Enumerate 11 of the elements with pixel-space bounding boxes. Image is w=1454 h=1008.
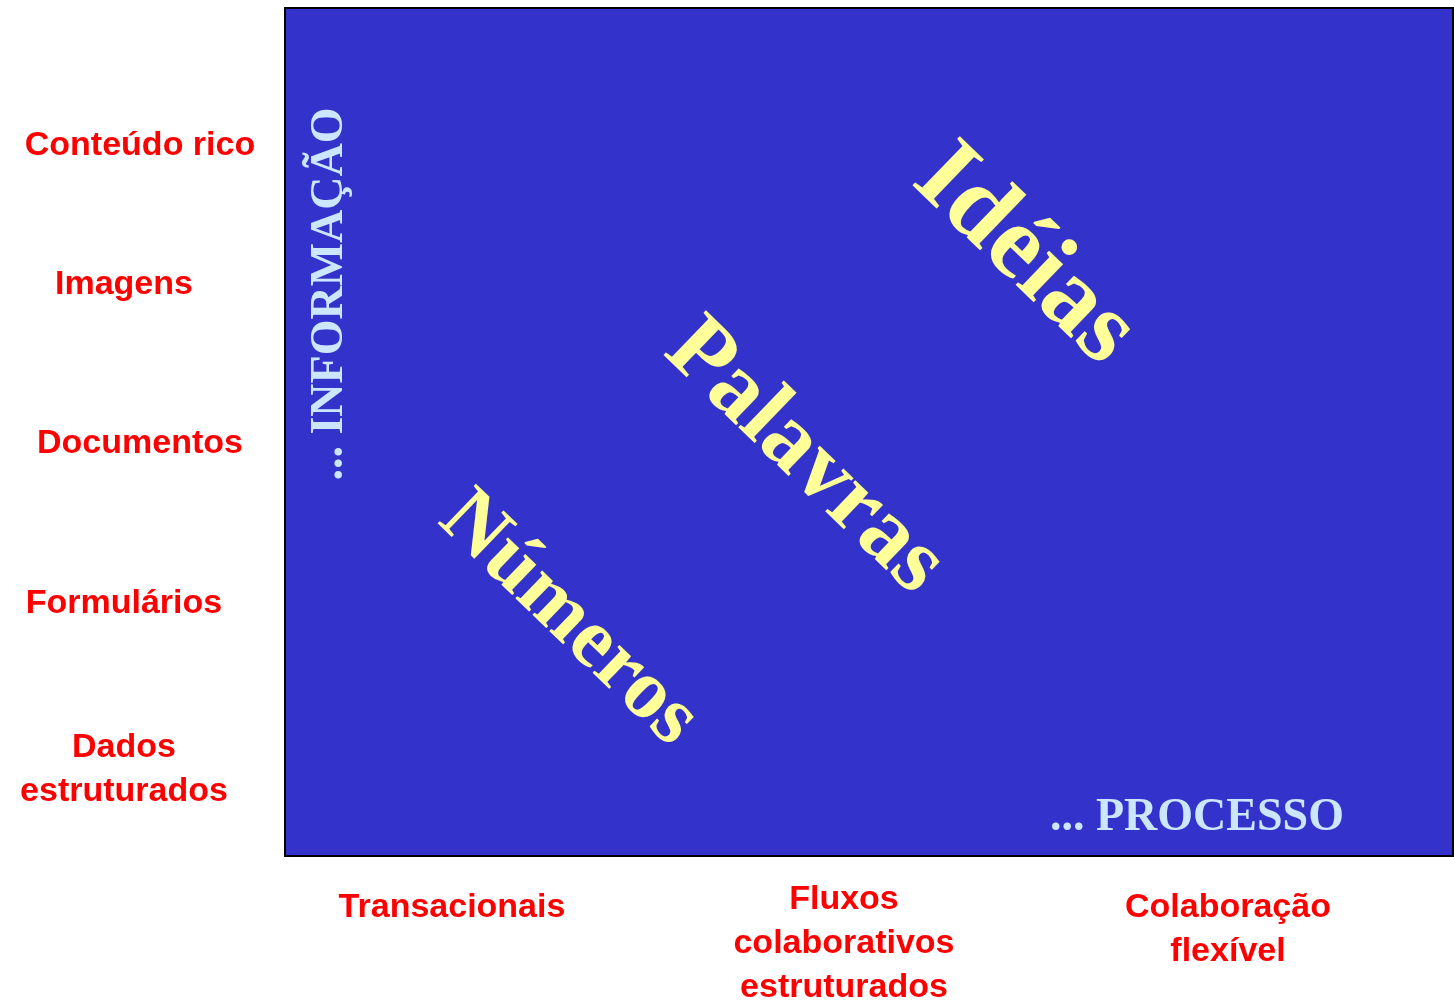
axis-title: ... INFORMAÇÃO [304,107,350,481]
axis-title: ... PROCESSO [1050,792,1344,838]
axis-label: Imagens [54,262,194,303]
axis-label: Dados estruturados [19,725,229,810]
chart-panel [284,7,1454,857]
axis-label: Fluxos colaborativos estruturados [732,877,956,1006]
axis-label: Formulários [24,581,224,622]
axis-label: Conteúdo rico [23,123,257,164]
axis-label: Documentos [36,421,244,462]
axis-label: Colaboração flexível [1124,885,1332,970]
axis-label: Transacionais [337,885,567,926]
